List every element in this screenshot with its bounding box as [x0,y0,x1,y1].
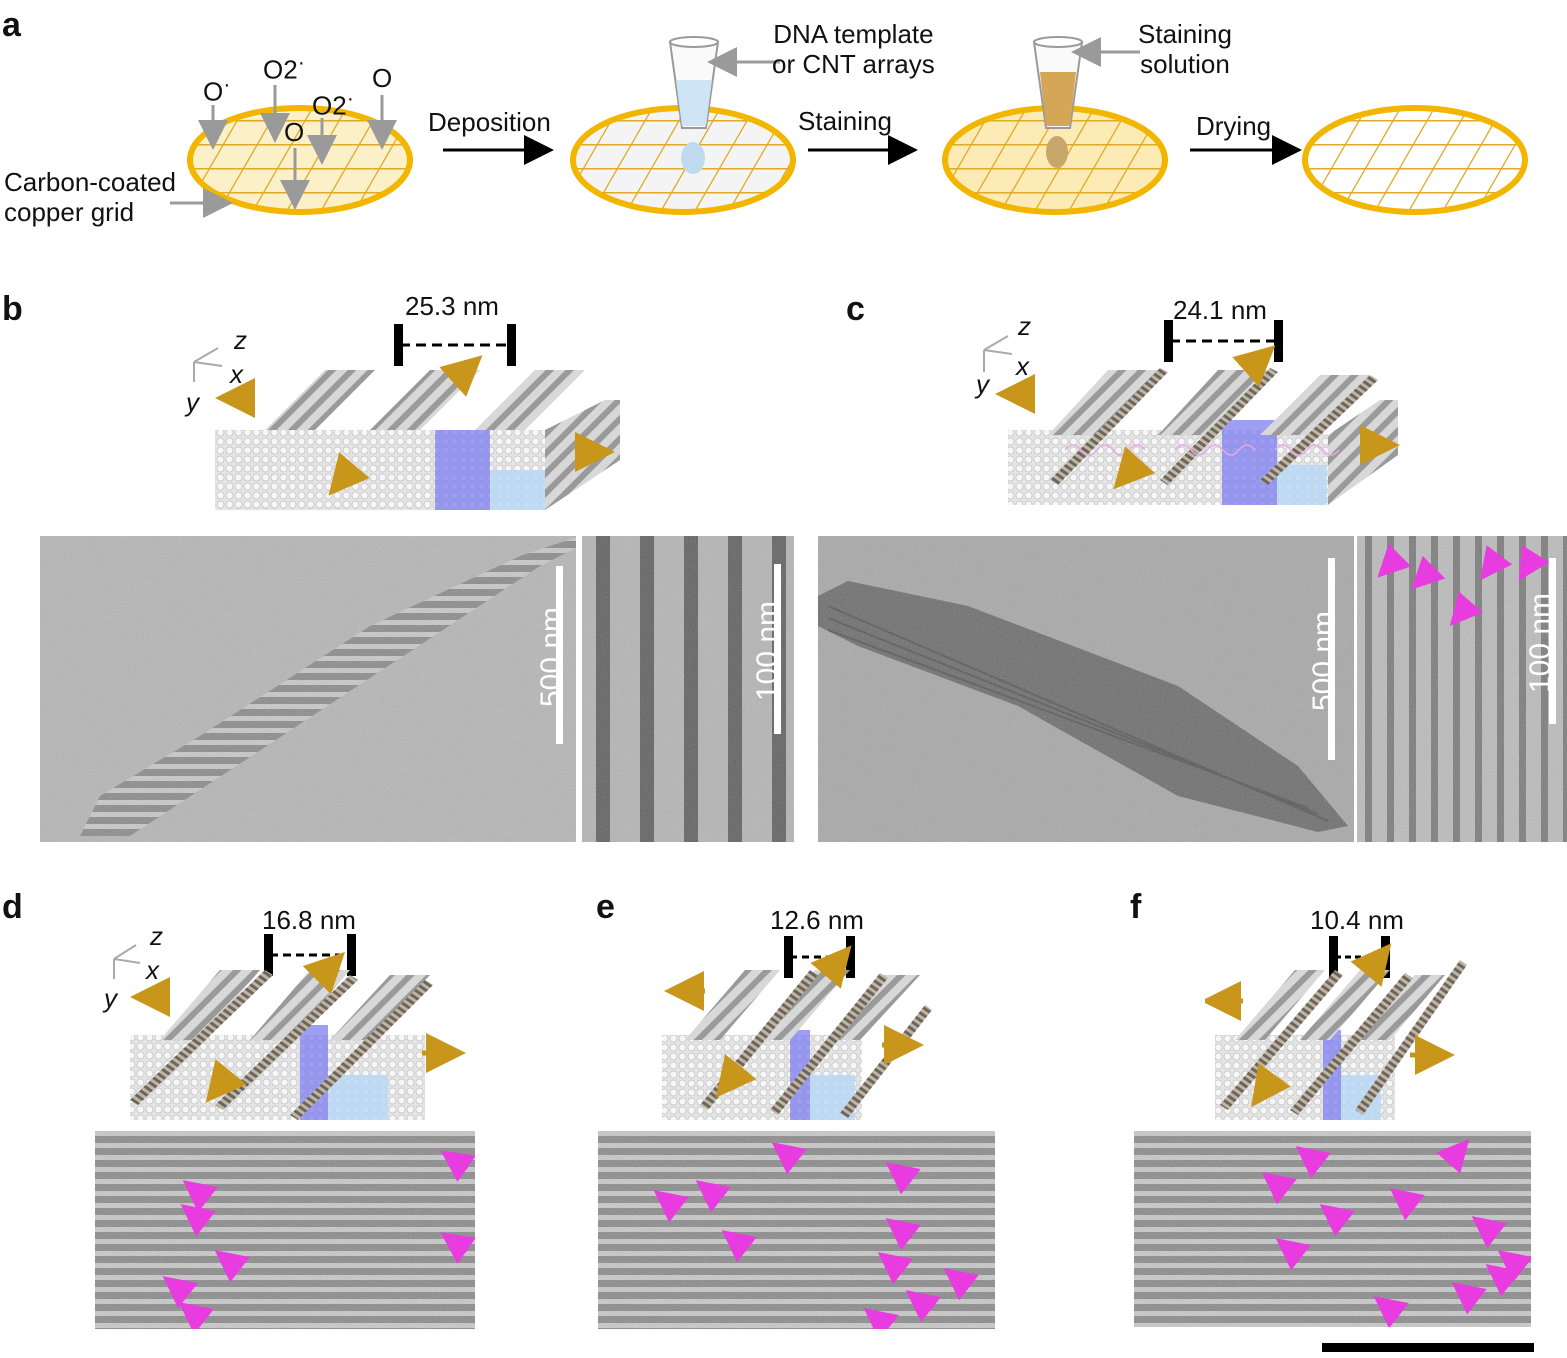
spacing-label-e: 12.6 nm [770,905,864,935]
panel-letter-c: c [846,290,865,328]
cnt-tubes-f [1220,960,1467,1115]
pipette-tube-dna [668,36,780,129]
scale-bar-b-main [556,566,563,744]
spacing-label-c: 24.1 nm [1173,295,1267,325]
axis-triad-c [983,335,1013,372]
axis-z-c: z [1018,311,1031,341]
step-deposition: Deposition [428,107,551,137]
scale-label-c-main: 500 nm [1307,610,1341,712]
axis-z-b: z [234,325,247,355]
panel-letter-d: d [2,888,23,926]
axis-y-c: y [976,369,989,399]
magenta-arrows-f [1261,1138,1531,1327]
axis-y-d: y [104,983,117,1013]
panel-letter-a: a [2,6,21,44]
staining-solution-label: Staining solution [1138,19,1232,79]
panel-b-model [193,324,620,510]
oxygen-label-1: O· [203,71,231,107]
oxygen-label-4: O [284,117,305,147]
copper-grid-4 [1302,105,1528,215]
copper-grid-3 [942,105,1168,215]
pipette-tube-stain [1032,36,1140,129]
scale-label-b-main: 500 nm [535,606,569,708]
panel-e-model [662,936,932,1120]
scale-bar-c-zoom [1549,558,1556,724]
tem-image-c-zoom: 100 nm [1357,536,1567,842]
cnt-tubes-d [130,970,433,1120]
oxygen-arrows [170,85,397,218]
scale-label-b-zoom: 100 nm [751,600,785,702]
scale-bar-c-main [1328,558,1335,760]
panel-c-model [983,320,1400,505]
tem-image-b-zoom: 100 nm [582,536,794,842]
scale-bar-bottom [1322,1343,1534,1352]
magenta-arrows-c [1377,543,1550,627]
tem-image-c-main: 500 nm [818,536,1354,842]
axis-x-b: x [230,359,243,389]
dna-template-label: DNA template or CNT arrays [772,19,935,79]
oxygen-label-2: O2· [263,49,305,85]
tem-image-d [95,1131,475,1329]
axis-triad-d [113,944,141,979]
cnt-tubes-c [1050,368,1378,485]
spacing-label-b: 25.3 nm [405,291,499,321]
panel-d-model [113,934,466,1120]
magenta-arrows-e [653,1142,979,1329]
oxygen-label-5: O [372,63,393,93]
scale-bar-b-zoom [774,564,781,734]
panel-f-model [1205,936,1467,1120]
scale-label-c-zoom: 100 nm [1524,592,1558,694]
step-drying: Drying [1196,111,1272,141]
step-staining: Staining [798,106,892,136]
spacing-label-d: 16.8 nm [262,905,356,935]
axis-triad-b [193,347,223,382]
tem-image-f [1134,1131,1531,1327]
panel-letter-e: e [596,888,615,926]
axis-x-c: x [1016,351,1029,381]
axis-x-d: x [146,955,159,985]
tem-image-e [598,1131,995,1329]
tem-image-b-main: 500 nm [40,536,576,842]
copper-grid-1 [187,105,413,215]
axis-y-b: y [186,387,199,417]
oxygen-label-3: O2· [312,85,354,121]
panel-letter-b: b [2,290,23,328]
spacing-label-f: 10.4 nm [1310,905,1404,935]
panel-letter-f: f [1130,888,1142,926]
panel-a-diagram [170,36,1528,218]
axis-z-d: z [150,921,163,951]
grid-label: Carbon-coated copper grid [4,167,176,227]
magenta-arrows-d [162,1150,475,1329]
